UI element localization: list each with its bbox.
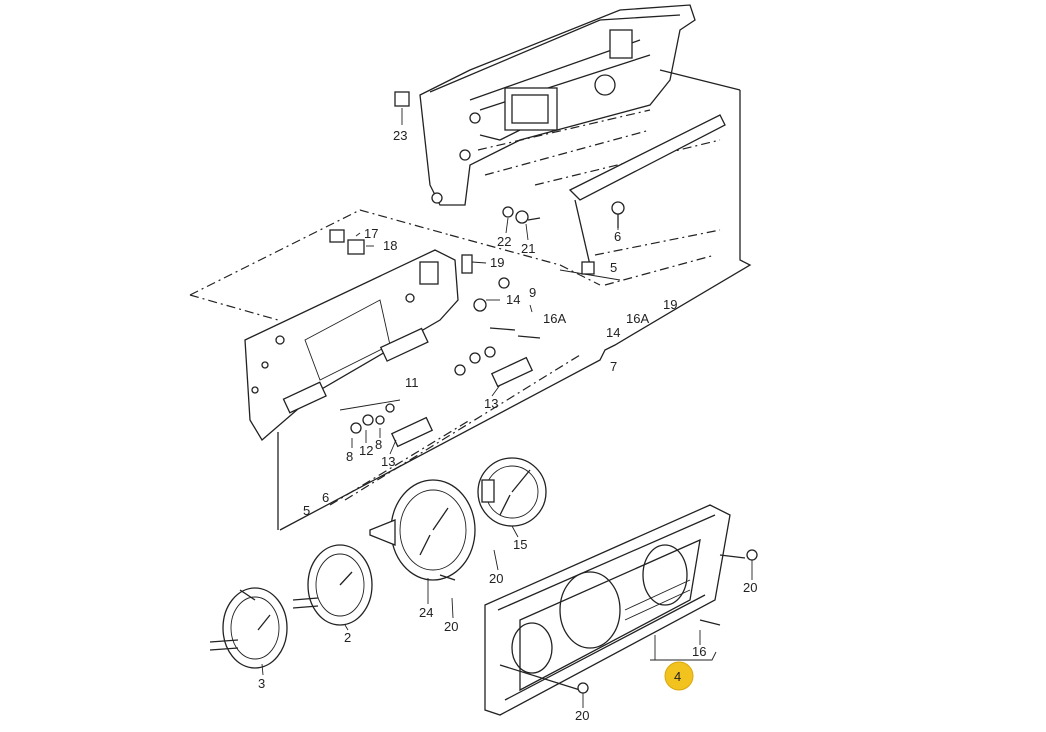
callout-20-bottom: 20 [575,708,589,723]
callout-23: 23 [393,128,407,143]
speedometer-24 [369,479,476,581]
callout-14-upper: 14 [506,292,520,307]
mounting-strip [568,114,726,275]
screw-21-22 [502,206,541,224]
callout-20-mid: 20 [489,571,503,586]
printed-circuit-board [244,249,459,441]
callout-5-upper: 5 [610,260,617,275]
instrument-cluster-frame [484,504,758,716]
callout-19-lower: 19 [663,297,677,312]
callout-16: 16 [692,644,706,659]
callout-22: 22 [497,234,511,249]
gauge-15 [477,457,547,527]
bulb-sockets-left [339,399,434,448]
highlight-marker[interactable] [664,661,694,691]
callout-8-left: 8 [346,449,353,464]
callout-21: 21 [521,241,535,256]
callout-7: 7 [610,359,617,374]
callout-16A-lower: 16A [626,311,649,326]
bulb-sockets-right [454,254,541,388]
instrument-housing-top [394,4,696,206]
callout-13-right: 13 [484,396,498,411]
callout-labels: 23 22 21 6 5 17 18 19 14 9 16A 19 16A 14… [258,128,757,723]
leader-lines [261,108,753,708]
callout-20-right: 20 [743,580,757,595]
callout-18: 18 [383,238,397,253]
callout-3: 3 [258,676,265,691]
assembly-dash-lines-main [189,69,752,531]
gauge-2 [292,544,373,626]
callout-14-lower: 14 [606,325,620,340]
callout-5-lower: 5 [303,503,310,518]
callout-6-upper: 6 [614,229,621,244]
connector-17-18 [329,229,365,255]
callout-9: 9 [529,285,536,300]
callout-17: 17 [364,226,378,241]
callout-16A-upper: 16A [543,311,566,326]
callout-11: 11 [405,375,419,390]
highlighted-callout-4[interactable]: 4 [664,661,694,691]
callout-12: 12 [359,443,373,458]
callout-24: 24 [419,605,433,620]
callout-13-left: 13 [381,454,395,469]
callout-4: 4 [674,669,681,684]
callout-8-right: 8 [375,437,382,452]
callout-15: 15 [513,537,527,552]
callout-20-speedo: 20 [444,619,458,634]
callout-6-lower: 6 [322,490,329,505]
gauge-3 [209,587,288,669]
callout-2: 2 [344,630,351,645]
callout-19-upper: 19 [490,255,504,270]
